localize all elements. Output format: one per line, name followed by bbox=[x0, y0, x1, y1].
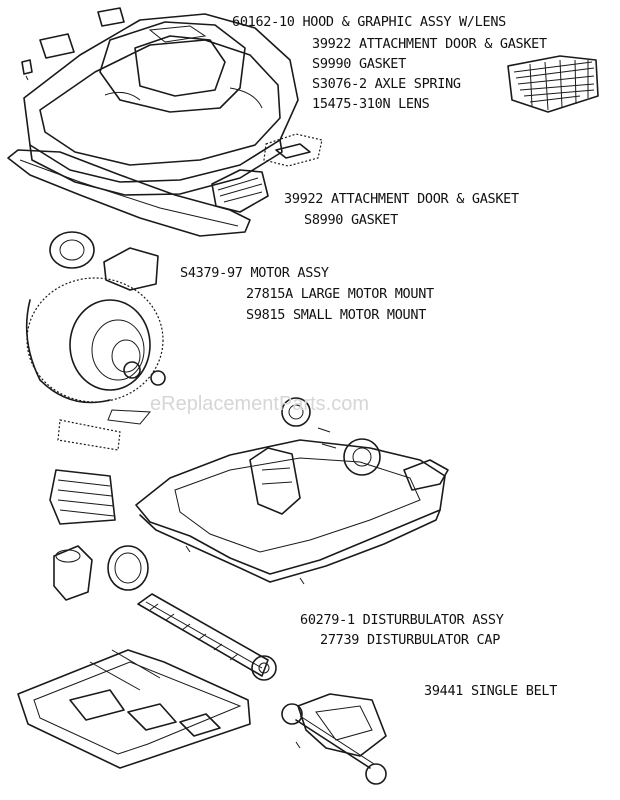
callout-hood: 60162-10 HOOD & GRAPHIC ASSY W/LENS bbox=[232, 14, 506, 30]
callout-attachment-door-2: 39922 ATTACHMENT DOOR & GASKET bbox=[284, 191, 519, 207]
callout-attachment-door-1: 39922 ATTACHMENT DOOR & GASKET bbox=[312, 36, 547, 52]
callout-single-belt: 39441 SINGLE BELT bbox=[424, 683, 558, 699]
lens-gasket-drawing bbox=[211, 133, 323, 213]
motor-mount-drawing bbox=[49, 419, 121, 525]
callout-disturbulator-assy: 60279-1 DISTURBULATOR ASSY bbox=[300, 612, 504, 628]
callout-lens: 15475-310N LENS bbox=[312, 96, 430, 112]
callout-large-motor-mount: 27815A LARGE MOTOR MOUNT bbox=[246, 286, 434, 302]
hood-assembly-drawing bbox=[21, 7, 299, 196]
callout-motor-assy: S4379-97 MOTOR ASSY bbox=[180, 265, 329, 281]
axle-spring-drawing bbox=[507, 55, 599, 113]
callout-axle-spring: S3076-2 AXLE SPRING bbox=[312, 76, 461, 92]
disturbulator-brushroll-drawing bbox=[137, 593, 277, 681]
callout-disturbulator-cap: 27739 DISTURBULATOR CAP bbox=[320, 632, 501, 648]
motor-assembly-drawing bbox=[25, 231, 166, 425]
bottom-plate-drawing bbox=[17, 649, 251, 769]
belt-axle-drawing bbox=[281, 693, 387, 785]
callout-gasket-1: S9990 GASKET bbox=[312, 56, 406, 72]
side-rail-drawing bbox=[7, 149, 251, 237]
callout-gasket-2: S8990 GASKET bbox=[304, 212, 398, 228]
callout-small-motor-mount: S9815 SMALL MOTOR MOUNT bbox=[246, 307, 427, 323]
watermark: eReplacementParts.com bbox=[150, 393, 369, 415]
disturbulator-cap-drawing bbox=[53, 545, 149, 601]
base-chassis-drawing bbox=[135, 397, 449, 585]
